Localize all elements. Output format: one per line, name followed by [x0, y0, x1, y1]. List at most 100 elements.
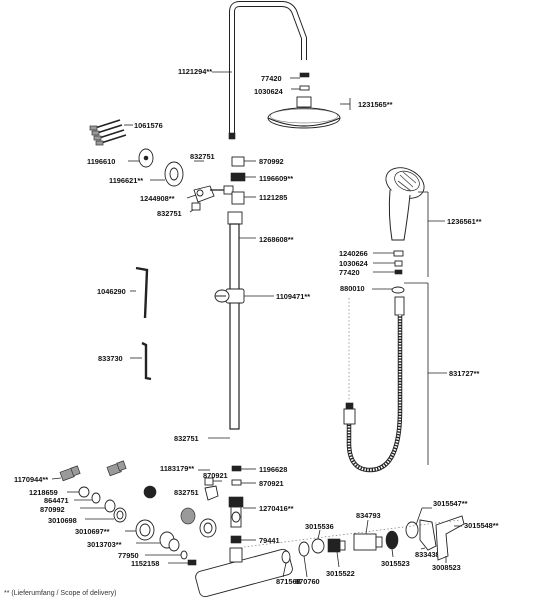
head-screen: [299, 85, 310, 91]
label-part-3015536: 3015536: [305, 522, 334, 531]
label-riser-pipe: 1121294**: [178, 67, 212, 76]
rosette: [164, 161, 184, 187]
label-wall-plug: 1196610: [87, 157, 115, 166]
label-hose-washer: 880010: [340, 284, 365, 293]
hand-part-1240266: [393, 250, 404, 257]
label-seal-870921-b: 870921: [259, 479, 284, 488]
label-hex-key-large: 1046290: [97, 287, 126, 296]
part-834793: [353, 533, 383, 551]
seal-870992: [231, 156, 245, 167]
label-hand-seal: 77420: [339, 268, 360, 277]
label-part-3015548: 3015548**: [464, 521, 499, 530]
part-871568: [281, 550, 291, 564]
part-833438: [419, 519, 437, 551]
label-bracket-cover: 832751: [190, 152, 215, 161]
nut-1183179: [204, 477, 214, 486]
screw-1152158: [187, 559, 197, 566]
seal-870992-low: [104, 499, 116, 513]
part-3015547: [405, 521, 419, 539]
label-seal-1196628: 1196628: [259, 465, 287, 474]
seal-1196628: [231, 465, 242, 472]
footer-note: ** (Lieferumfang / Scope of delivery): [4, 590, 117, 597]
label-wall-screws: 1061576: [134, 121, 163, 130]
inlet-nut-a: [180, 507, 196, 525]
hose: [343, 296, 405, 473]
riser-pipe: [228, 1, 307, 140]
label-seal-870992: 870992: [259, 157, 284, 166]
sleeve-1121285: [231, 191, 245, 205]
label-washer-1218659: 1218659: [29, 488, 58, 497]
washer-1218659: [78, 486, 90, 498]
label-seal-77950: 77950: [118, 551, 139, 560]
label-bracket-bolt: 832751: [157, 209, 182, 218]
nut-3010698: [113, 507, 127, 523]
label-connector-3013703: 3013703**: [87, 540, 122, 549]
label-eccentric: 1170944**: [14, 475, 48, 484]
label-hand-screen: 1030624: [339, 259, 369, 268]
head-seal: [299, 72, 310, 78]
label-seal-870921-a: 870921: [203, 471, 228, 480]
part-870760: [298, 541, 310, 557]
label-seal-79441: 79441: [259, 536, 280, 545]
bracket-832751-low: [204, 485, 219, 501]
label-diverter: 1270416**: [259, 504, 294, 513]
label-shower-head: 1231565**: [358, 100, 393, 109]
diverter: [228, 496, 244, 528]
label-slider: 1109471**: [276, 292, 310, 301]
part-3015536: [311, 538, 325, 554]
label-rosette: 1196621**: [109, 176, 143, 185]
thermostat-body: [195, 547, 293, 598]
hand-shower: [385, 167, 425, 241]
inlet-washer-a: [143, 485, 157, 499]
label-bracket: 1244908**: [140, 194, 175, 203]
eccentric: [59, 465, 81, 482]
seal-77950: [180, 550, 188, 560]
label-part-3015547: 3015547**: [433, 499, 468, 508]
label-nut-1196609: 1196609**: [259, 174, 293, 183]
hose-washer: [391, 286, 405, 294]
seal-870921-b: [231, 479, 242, 486]
bracket-bolt: [191, 202, 201, 211]
wall-plug: [138, 148, 154, 168]
label-sleeve-1121285: 1121285: [259, 193, 287, 202]
wall-screws: [89, 119, 127, 146]
washer-864471: [91, 492, 101, 504]
hand-screen: [394, 260, 403, 267]
label-lower-pipe: 1268608**: [259, 235, 294, 244]
label-nut-1183179: 1183179**: [160, 464, 194, 473]
bracket: [193, 185, 234, 203]
label-seal-870992-low: 870992: [40, 505, 65, 514]
part-3008523: [435, 515, 465, 561]
label-part-3015523: 3015523: [381, 559, 410, 568]
part-3015522: [327, 538, 346, 553]
label-head-seal: 77420: [261, 74, 282, 83]
label-head-screen: 1030624: [254, 87, 284, 96]
label-hand-part-1240266: 1240266: [339, 249, 368, 258]
eccentric-2: [106, 460, 127, 477]
label-part-871568: 871568: [276, 577, 301, 586]
label-bracket-832751-low: 832751: [174, 488, 199, 497]
label-part-833438: 833438: [415, 550, 440, 559]
label-screw-1152158: 1152158: [131, 559, 159, 568]
label-part-3015522: 3015522: [326, 569, 355, 578]
shower-head: [267, 96, 341, 129]
lower-pipe: [227, 211, 243, 430]
label-pipe-bottom: 832751: [174, 434, 199, 443]
label-hose: 831727**: [449, 369, 480, 378]
label-hand-shower: 1236561**: [447, 217, 482, 226]
label-part-834793: 834793: [356, 511, 381, 520]
nut-1196609: [230, 172, 246, 182]
part-3015523: [385, 530, 399, 550]
hex-key-small: [141, 341, 152, 381]
label-washer-864471: 864471: [44, 496, 69, 505]
hand-seal: [394, 269, 403, 275]
label-hex-key-small: 833730: [98, 354, 123, 363]
label-nut-3010697: 3010697**: [75, 527, 110, 536]
nut-3010697: [135, 519, 155, 541]
hex-key-large: [135, 266, 149, 319]
connector-3013703: [159, 531, 180, 552]
slider: [214, 288, 245, 304]
seal-79441: [230, 535, 242, 544]
label-part-3008523: 3008523: [432, 563, 461, 572]
